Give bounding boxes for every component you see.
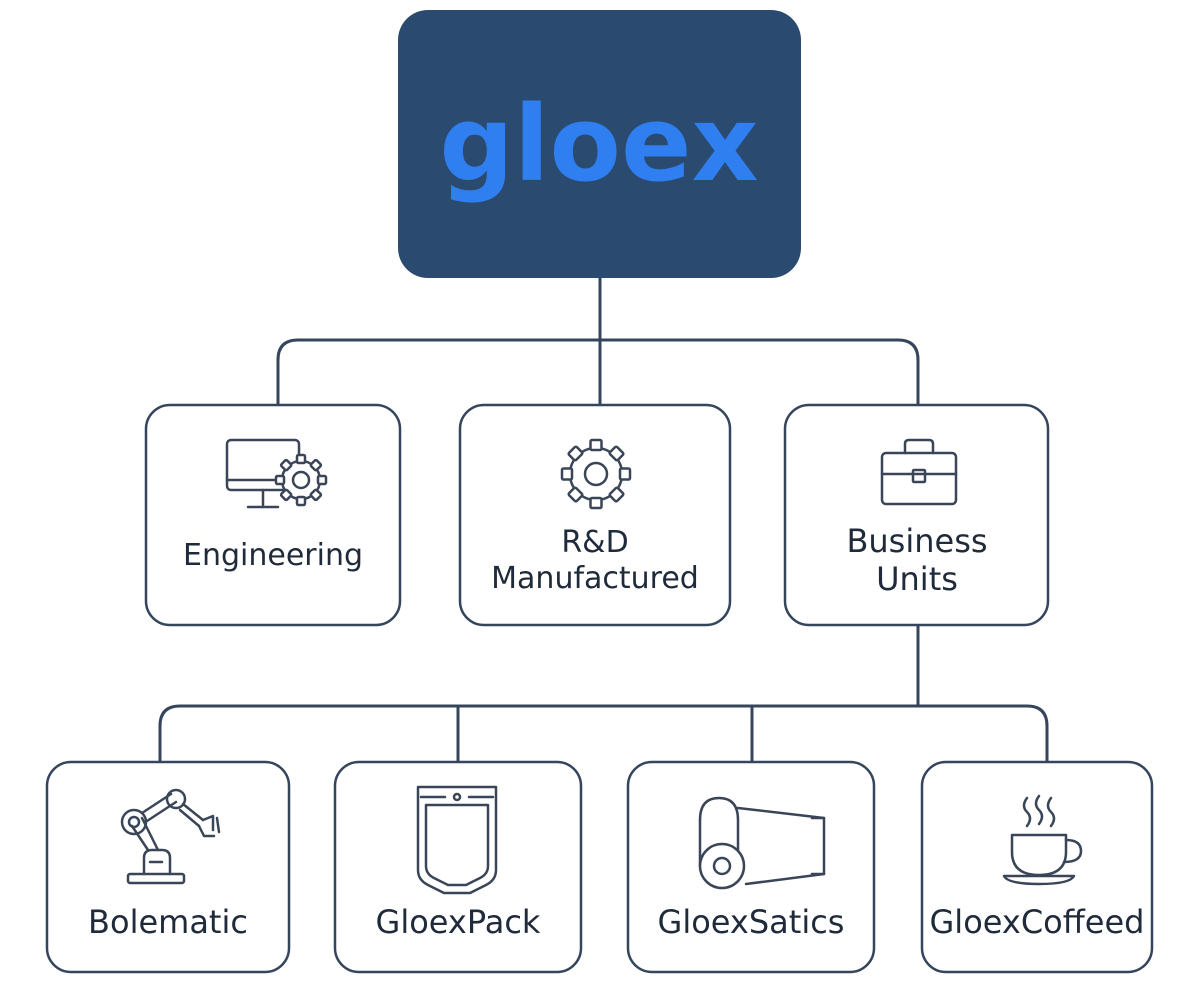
node-business-units-label-line-1: Business bbox=[846, 522, 987, 560]
node-bolematic-label: Bolematic bbox=[88, 903, 248, 941]
node-engineering-label: Engineering bbox=[183, 538, 363, 573]
node-gloexsatics: GloexSatics bbox=[626, 760, 876, 974]
robot-arm-icon bbox=[120, 788, 221, 885]
node-business-units-label-line-2: Units bbox=[876, 560, 958, 598]
node-rd-manufactured: R&D Manufactured bbox=[458, 403, 732, 627]
node-gloexcoffeed-label: GloexCoffeed bbox=[930, 903, 1145, 941]
node-rd-manufactured-label-line-2: Manufactured bbox=[491, 561, 699, 596]
node-gloexsatics-label: GloexSatics bbox=[658, 903, 845, 941]
gloex-logo: gloex bbox=[439, 83, 758, 205]
gear-icon bbox=[560, 438, 632, 510]
node-gloexcoffeed: GloexCoffeed bbox=[920, 760, 1154, 974]
pouch-icon bbox=[416, 785, 498, 895]
film-roll-icon bbox=[698, 796, 826, 890]
connector-lines bbox=[158, 276, 1049, 764]
node-bolematic: Bolematic bbox=[45, 760, 291, 974]
root-node: gloex bbox=[398, 10, 801, 278]
node-rd-manufactured-label-line-1: R&D bbox=[561, 525, 628, 560]
coffee-cup-icon bbox=[1002, 794, 1083, 886]
node-gloexpack: GloexPack bbox=[333, 760, 583, 974]
monitor-gear-icon bbox=[225, 438, 328, 509]
node-engineering: Engineering bbox=[144, 403, 402, 627]
briefcase-icon bbox=[880, 438, 958, 506]
node-business-units: Business Units bbox=[783, 403, 1050, 627]
node-gloexpack-label: GloexPack bbox=[376, 903, 541, 941]
connector-business-units-to-level2 bbox=[158, 623, 1049, 764]
connector-root-to-level1 bbox=[276, 276, 920, 407]
